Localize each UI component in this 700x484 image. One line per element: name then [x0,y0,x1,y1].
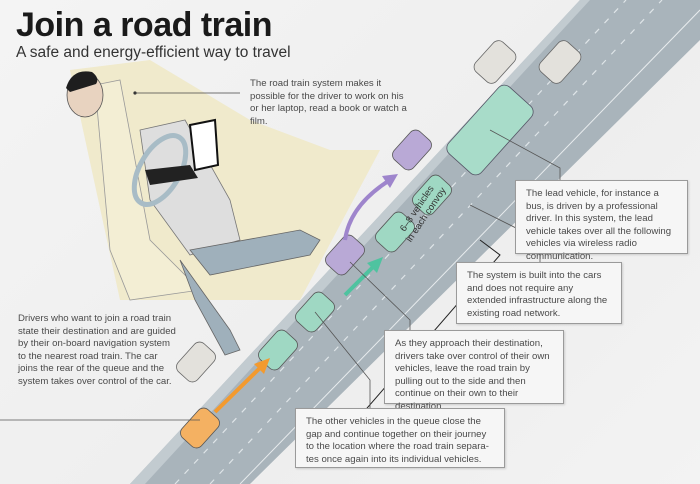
lane-edge [239,9,700,484]
page-title: Join a road train [16,6,273,44]
callout-driver: The road train system makes it possible … [250,78,407,127]
convoy-vehicle [412,174,452,216]
callout-leaving: As they approach their destination, driv… [384,330,564,412]
arrow-joining [213,358,270,414]
arrow-leaving [343,174,398,241]
callout-lead-vehicle: The lead vehicle, for instance a bus, is… [515,180,688,262]
callout-joining: Drivers who want to join a road train st… [18,313,176,387]
other-vehicle [176,341,216,383]
callout-infrastructure: The system is built into the cars and do… [456,262,622,324]
driver-figure [66,71,321,356]
lane-line [209,0,663,484]
arrow-close-gap [343,257,383,297]
convoy-vehicle [375,211,415,253]
callout-close-gap: The other vehicles in the queue close th… [295,408,505,468]
other-vehicle [473,40,517,84]
other-vehicle [538,40,582,84]
leaving-vehicle [325,234,365,276]
joining-vehicle [180,407,220,449]
leaving-vehicle [392,129,432,171]
page-subtitle: A safe and energy-efficient way to trave… [16,44,291,61]
